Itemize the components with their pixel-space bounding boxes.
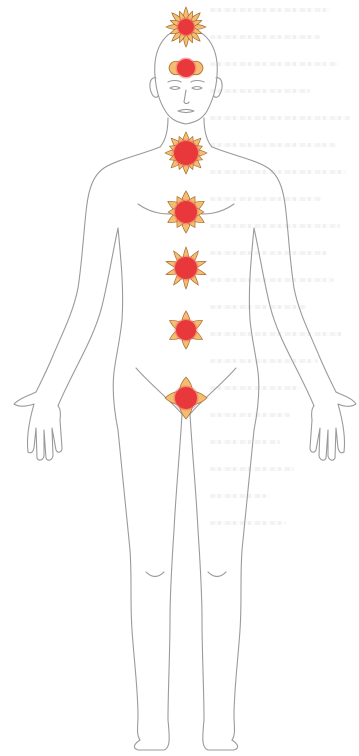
neck-left	[160, 118, 168, 147]
left-hand	[14, 392, 62, 460]
left-leg-outer	[118, 430, 140, 740]
left-arm-inner	[58, 228, 118, 406]
chakra-core	[175, 257, 197, 279]
left-arm-outer	[36, 147, 160, 392]
chakra-core	[178, 19, 194, 35]
left-leg-inner	[168, 414, 182, 720]
right-flank	[249, 228, 258, 430]
mouth	[178, 110, 194, 113]
right-eye	[192, 87, 202, 90]
right-leg-outer	[232, 430, 254, 740]
right-arm-inner	[254, 228, 314, 406]
root-chakra-icon	[165, 377, 207, 419]
right-leg-inner	[190, 414, 204, 720]
left-knee	[146, 572, 164, 577]
nose	[184, 90, 189, 104]
right-hand	[310, 392, 356, 460]
chakra-core	[176, 320, 196, 340]
sacral-chakra-icon	[170, 311, 203, 349]
throat-chakra-icon	[165, 132, 207, 174]
heart-chakra-icon	[168, 191, 204, 233]
left-brow	[168, 81, 181, 83]
groin-right	[190, 368, 236, 414]
left-foot	[134, 720, 169, 750]
right-brow	[191, 81, 204, 83]
chakra-core	[177, 59, 195, 77]
left-flank	[113, 228, 122, 430]
right-arm-outer	[212, 147, 336, 392]
chakra-core	[175, 201, 197, 223]
neck-right	[204, 118, 212, 147]
third-eye-chakra-icon	[169, 58, 203, 79]
chakra-core	[174, 141, 198, 165]
chakra-core	[175, 387, 197, 409]
right-foot	[203, 720, 238, 750]
solar-plexus-chakra-icon	[166, 247, 206, 289]
crown-chakra-icon	[166, 7, 206, 47]
groin-left	[136, 368, 182, 414]
left-eye	[170, 87, 180, 90]
right-knee	[208, 572, 226, 577]
